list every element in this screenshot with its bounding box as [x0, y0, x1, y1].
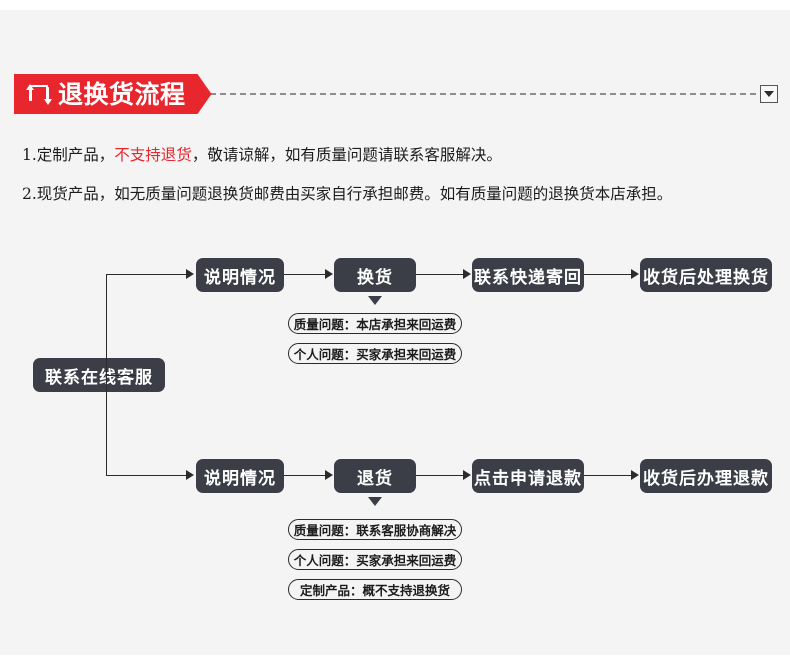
- policy-note-1: 1.定制产品，不支持退货，敬请谅解，如有质量问题请联系客服解决。: [22, 146, 502, 164]
- policy-note-2: 2.现货产品，如无质量问题退换货邮费由买家自行承担邮费。如有质量问题的退换货本店…: [22, 185, 673, 203]
- chevron-down-icon: [764, 91, 774, 97]
- page-title: 退换货流程: [58, 79, 186, 109]
- section-title-banner: 退换货流程: [14, 74, 212, 114]
- header-dashed-rule: [190, 93, 756, 95]
- collapse-toggle-button[interactable]: [760, 85, 778, 103]
- section-header: 退换货流程: [0, 70, 790, 118]
- policy-note-1-highlight: 不支持退货: [114, 146, 192, 164]
- policy-note-1-prefix: 1.定制产品，: [22, 146, 115, 164]
- policy-note-1-suffix: ，敬请谅解，如有质量问题请联系客服解决。: [191, 146, 502, 164]
- exchange-return-icon: [26, 82, 52, 106]
